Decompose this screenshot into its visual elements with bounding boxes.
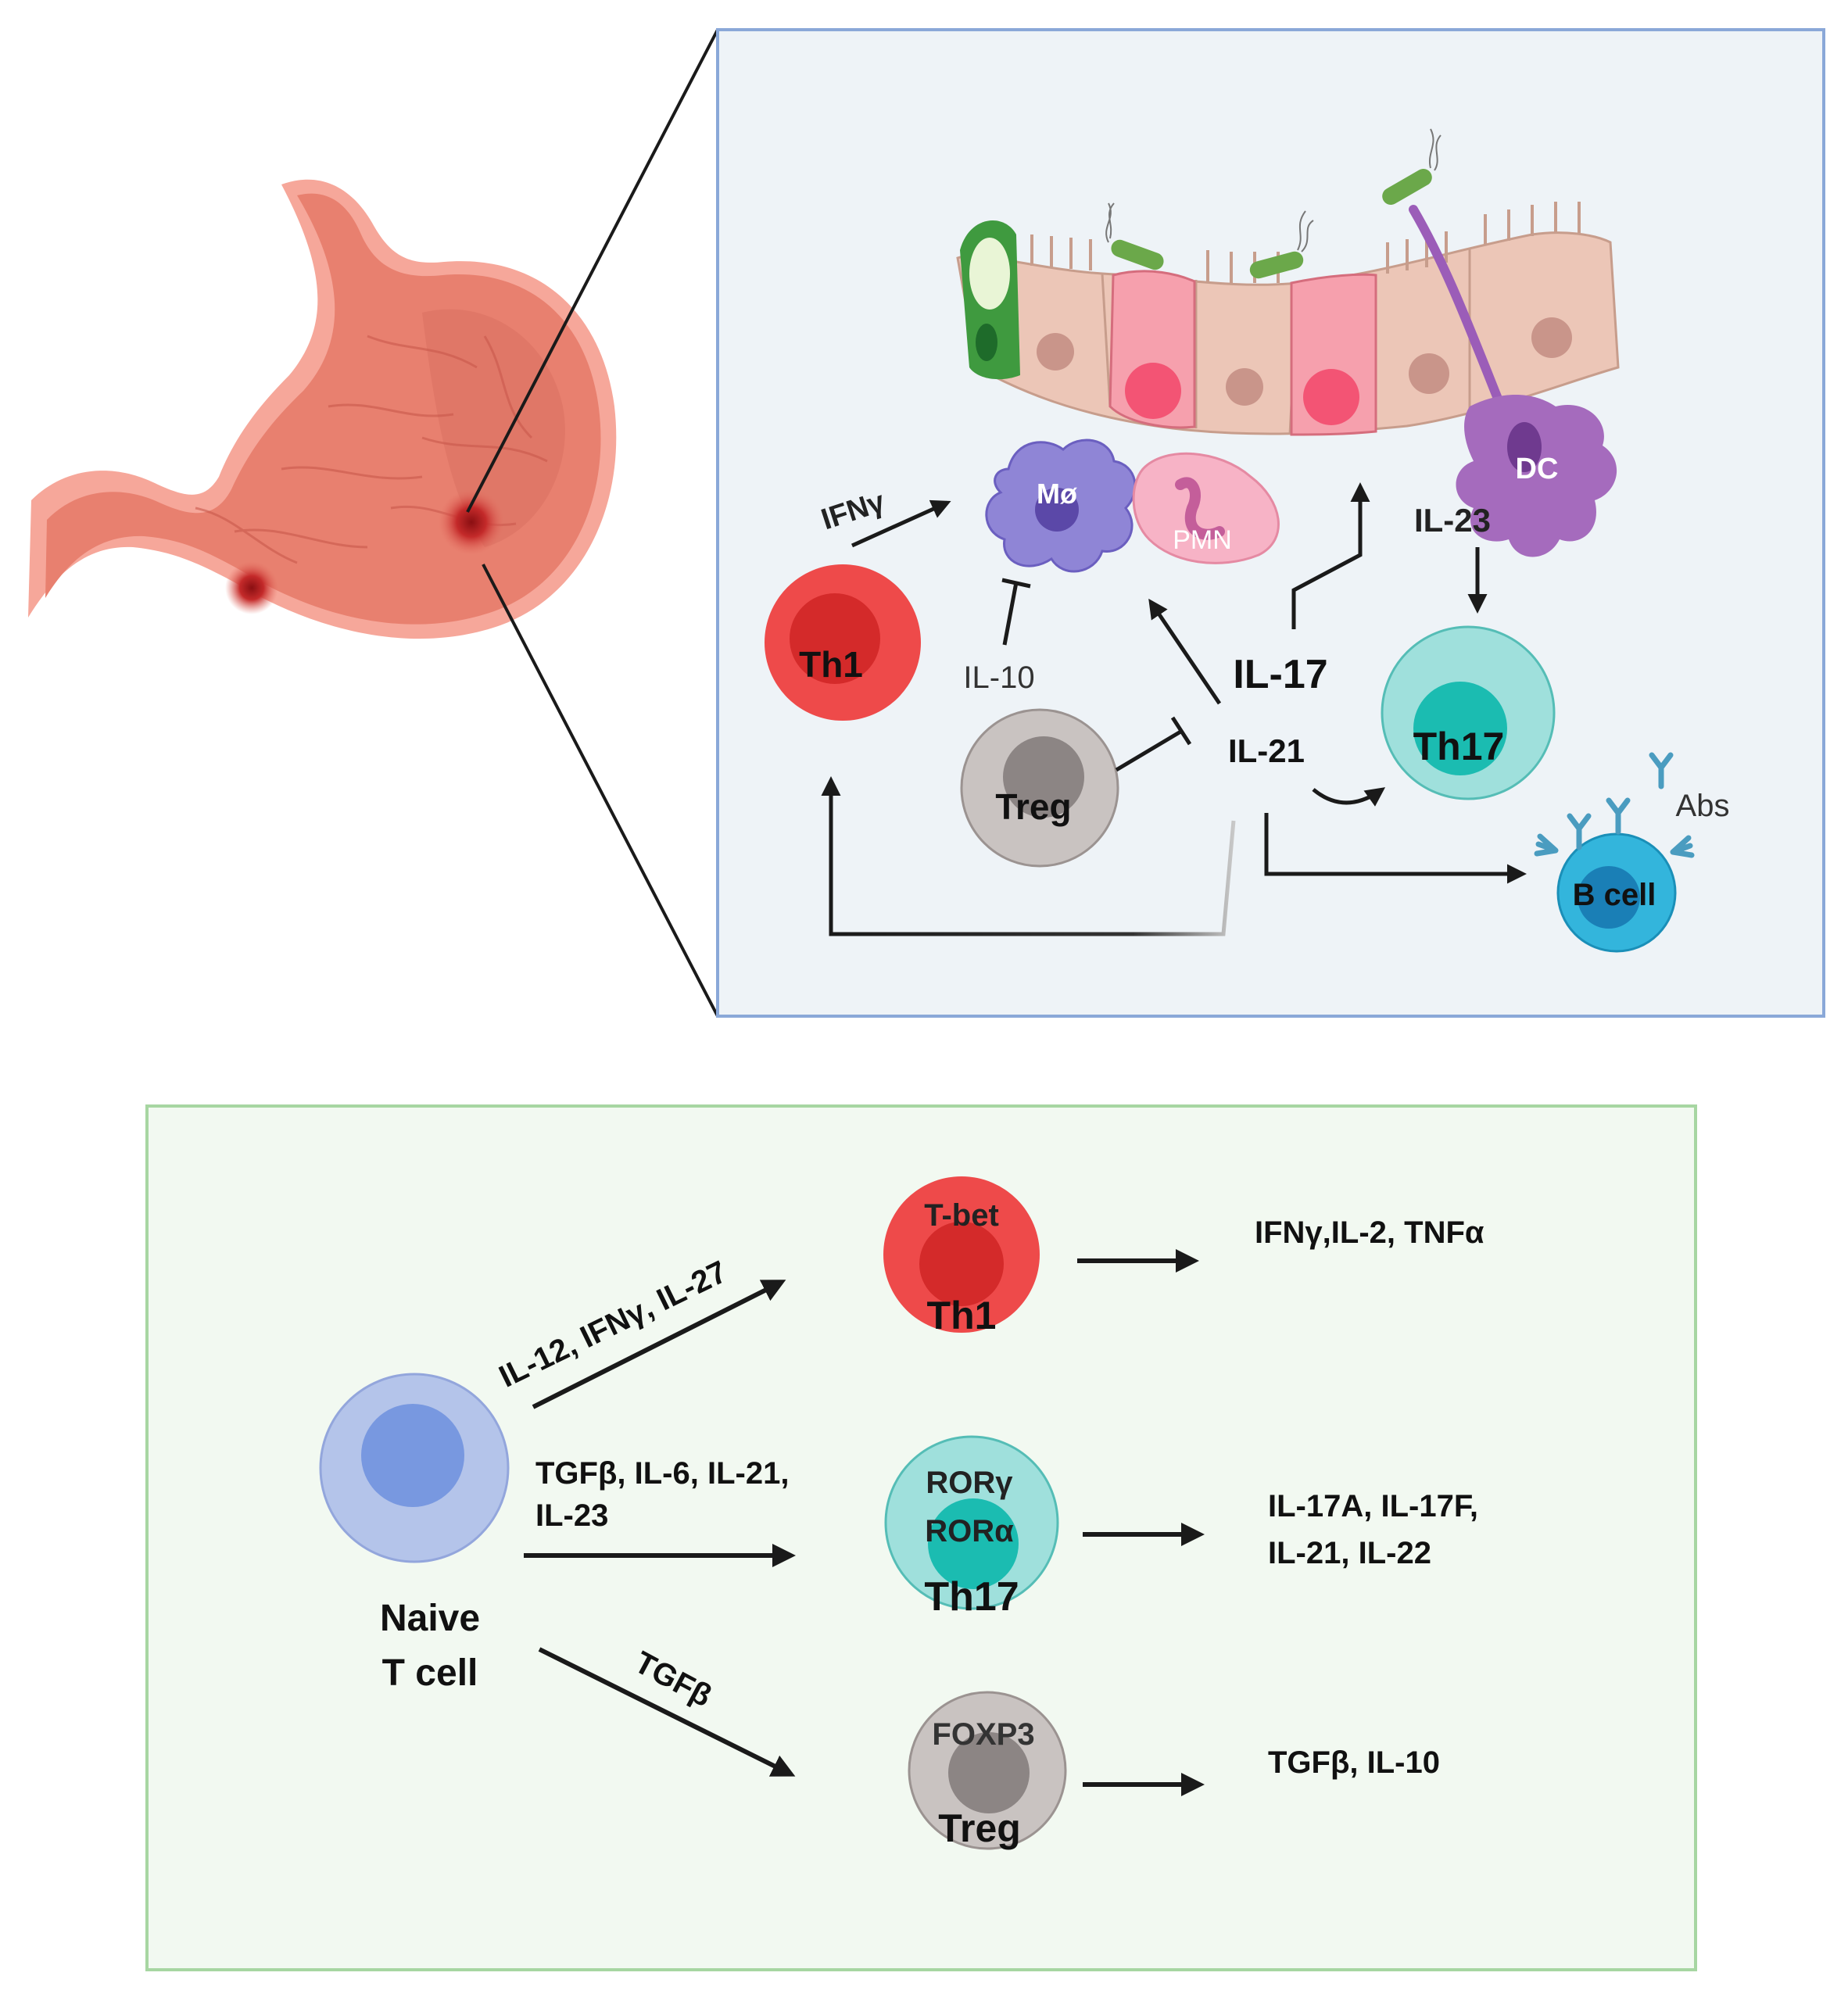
naive-label-line2: T cell	[382, 1652, 478, 1694]
th17-label-bottom: Th17	[924, 1574, 1019, 1620]
th17-cell-top	[1381, 625, 1556, 800]
ulcer-2	[225, 561, 278, 614]
pmn-neutrophil	[1132, 452, 1280, 564]
label-il21: IL-21	[1228, 732, 1305, 769]
stomach-fundus-shade	[422, 309, 565, 547]
arrow-naive-to-th1	[532, 1280, 786, 1409]
epithelial-nuclei	[1037, 317, 1572, 406]
dendritic-cell	[1409, 205, 1617, 557]
foxp3-label: FOXP3	[932, 1717, 1034, 1752]
label-il10: IL-10	[963, 660, 1034, 695]
label-abs: Abs	[1676, 789, 1730, 823]
arrow-il17-up	[1291, 482, 1370, 629]
label-il17: IL-17	[1233, 652, 1327, 697]
arrow-il21-to-macrophage	[1148, 598, 1222, 705]
bacteria-flagella	[1105, 128, 1442, 252]
macrophage	[985, 439, 1137, 573]
treg-label-bottom: Treg	[938, 1806, 1021, 1850]
arrow-th1-to-macrophage	[851, 499, 951, 548]
arrow-il21-to-bcell	[1264, 813, 1527, 884]
inhibition-il10-bar	[1001, 578, 1031, 589]
bottom-arrows	[524, 1249, 1205, 1796]
inhibition-treg-bar	[1170, 716, 1192, 746]
arrow-il21-to-th17	[1312, 787, 1386, 807]
arrow-naive-to-treg	[538, 1647, 796, 1777]
th1-label-bottom: Th1	[927, 1294, 997, 1337]
treg-cell-bottom	[908, 1691, 1067, 1850]
inhibition-il10-macrophage	[1002, 582, 1019, 646]
treg-cell-top	[960, 708, 1119, 868]
th17-label-top: Th17	[1413, 725, 1505, 768]
rorg-label: RORγ	[926, 1466, 1013, 1500]
microvilli	[1030, 202, 1581, 283]
b-cell	[1556, 832, 1677, 953]
th17-cell-bottom	[884, 1435, 1059, 1610]
stomach-illustration	[28, 179, 617, 639]
th17-inducers-line2: IL-23	[535, 1498, 608, 1533]
ulcer-1	[439, 489, 504, 555]
enteroendocrine-cell	[960, 220, 1020, 380]
th17-products-line1: IL-17A, IL-17F,	[1268, 1489, 1478, 1523]
antibodies	[1534, 752, 1695, 858]
b-cell-label: B cell	[1573, 878, 1656, 912]
treg-label-top: Treg	[995, 786, 1071, 827]
inhibition-treg-il21	[1115, 729, 1184, 772]
th1-label-top: Th1	[799, 644, 863, 685]
zoom-line-bottom	[482, 564, 719, 1017]
epithelium	[956, 128, 1620, 436]
th1-products: IFNγ,IL-2, TNFα	[1255, 1215, 1484, 1250]
dc-label: DC	[1516, 453, 1559, 485]
naive-t-cell	[319, 1373, 510, 1563]
top-arrows	[821, 482, 1527, 936]
rora-label: RORα	[925, 1514, 1014, 1548]
label-il23: IL-23	[1414, 502, 1491, 539]
th17-products-line2: IL-21, IL-22	[1268, 1536, 1431, 1570]
zoom-line-top	[466, 29, 719, 513]
th17-inducers-line1: TGFβ, IL-6, IL-21,	[535, 1456, 789, 1491]
th1-cell-top	[765, 564, 921, 721]
treg-products: TGFβ, IL-10	[1268, 1745, 1440, 1780]
th1-cell-bottom	[883, 1176, 1040, 1333]
macrophage-label: Mø	[1037, 478, 1077, 510]
goblet-cells	[1108, 270, 1377, 436]
naive-label-line1: Naive	[380, 1598, 480, 1639]
tbet-label: T-bet	[924, 1198, 999, 1233]
pmn-label: PMN	[1173, 525, 1232, 555]
h-pylori-bacteria	[1111, 169, 1432, 279]
arrow-il21-to-th1	[821, 776, 1236, 936]
